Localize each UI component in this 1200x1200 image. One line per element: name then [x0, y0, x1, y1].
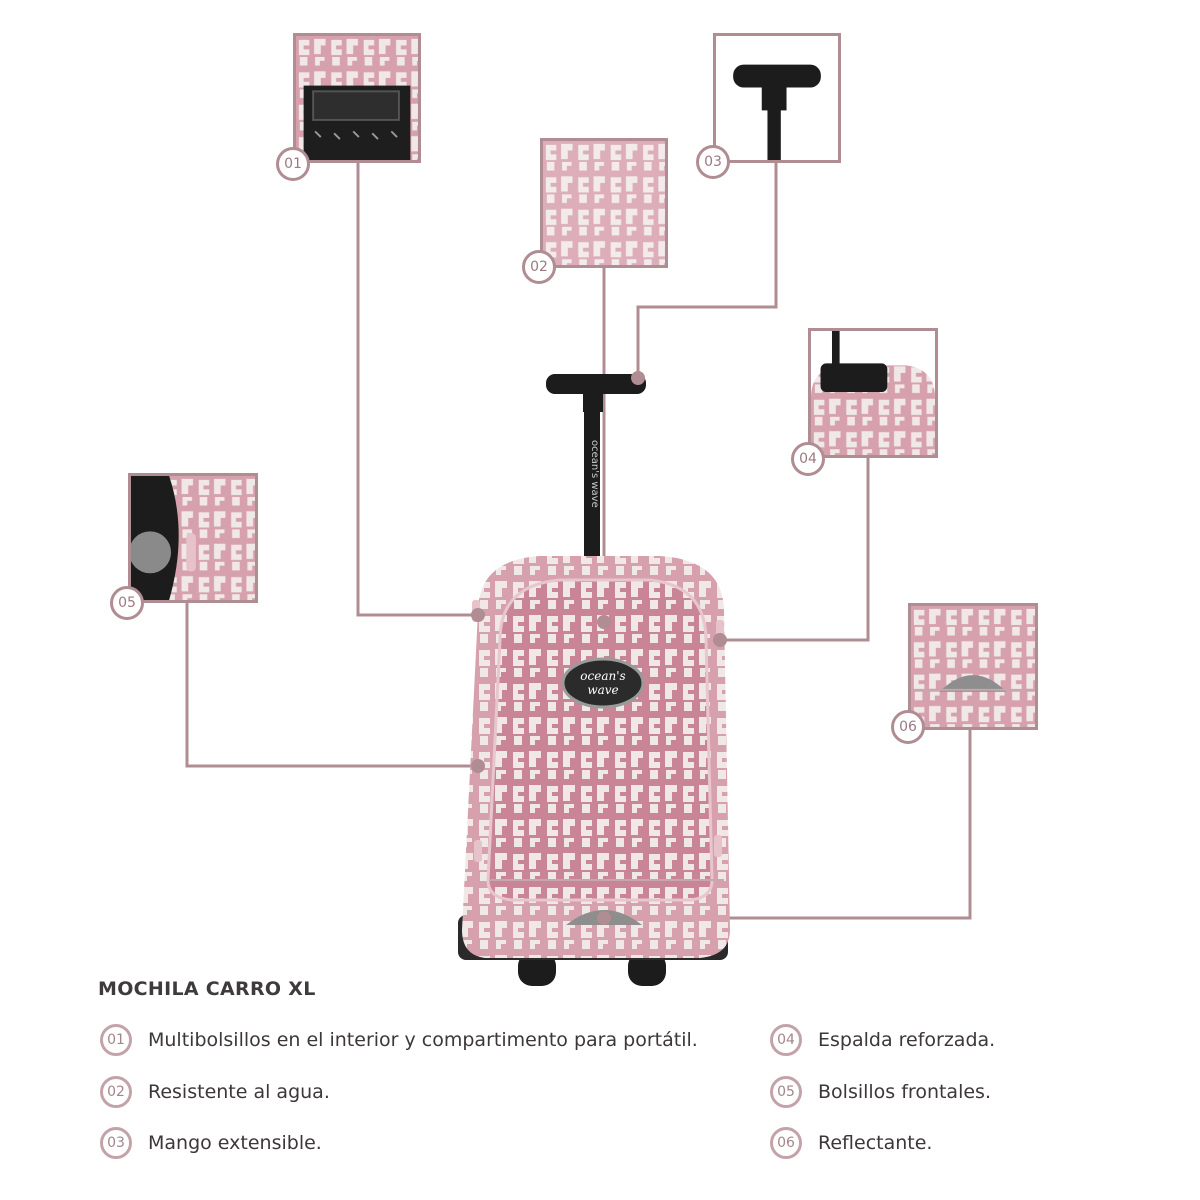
feature-number: 03: [100, 1127, 132, 1159]
feature-text: Espalda reforzada.: [818, 1029, 996, 1051]
detail-thumb-handle: [713, 33, 841, 163]
feature-text: Mango extensible.: [148, 1132, 322, 1154]
svg-text:wave: wave: [587, 683, 618, 697]
feature-item: 05 Bolsillos frontales.: [770, 1076, 991, 1108]
feature-number: 02: [100, 1076, 132, 1108]
backpack-illustration: ocean's wave ocean's wave: [458, 374, 730, 986]
feature-text: Bolsillos frontales.: [818, 1081, 991, 1103]
brand-logo: ocean's: [580, 669, 625, 683]
detail-thumb-front-pockets: [128, 473, 258, 603]
callout-06: 06: [891, 710, 925, 744]
feature-text: Multibolsillos en el interior y comparti…: [148, 1029, 698, 1051]
feature-number: 01: [100, 1024, 132, 1056]
feature-number: 04: [770, 1024, 802, 1056]
feature-text: Resistente al agua.: [148, 1081, 330, 1103]
feature-item: 03 Mango extensible.: [100, 1127, 322, 1159]
connector-lines: [185, 160, 972, 920]
feature-text: Reflectante.: [818, 1132, 933, 1154]
detail-thumb-fabric: [540, 138, 668, 268]
callout-02: 02: [522, 250, 556, 284]
callout-04: 04: [791, 442, 825, 476]
connector-dots: [471, 371, 727, 925]
callout-05: 05: [110, 586, 144, 620]
detail-thumb-interior: [293, 33, 421, 163]
product-title: MOCHILA CARRO XL: [98, 978, 316, 1000]
feature-item: 02 Resistente al agua.: [100, 1076, 330, 1108]
feature-item: 06 Reflectante.: [770, 1127, 932, 1159]
callout-03: 03: [696, 145, 730, 179]
detail-thumb-reflector: [908, 603, 1038, 730]
feature-item: 01 Multibolsillos en el interior y compa…: [100, 1024, 698, 1056]
feature-number: 05: [770, 1076, 802, 1108]
detail-thumb-back: [808, 328, 938, 458]
feature-number: 06: [770, 1127, 802, 1159]
svg-text:ocean's wave: ocean's wave: [589, 440, 600, 508]
feature-item: 04 Espalda reforzada.: [770, 1024, 995, 1056]
callout-01: 01: [276, 147, 310, 181]
